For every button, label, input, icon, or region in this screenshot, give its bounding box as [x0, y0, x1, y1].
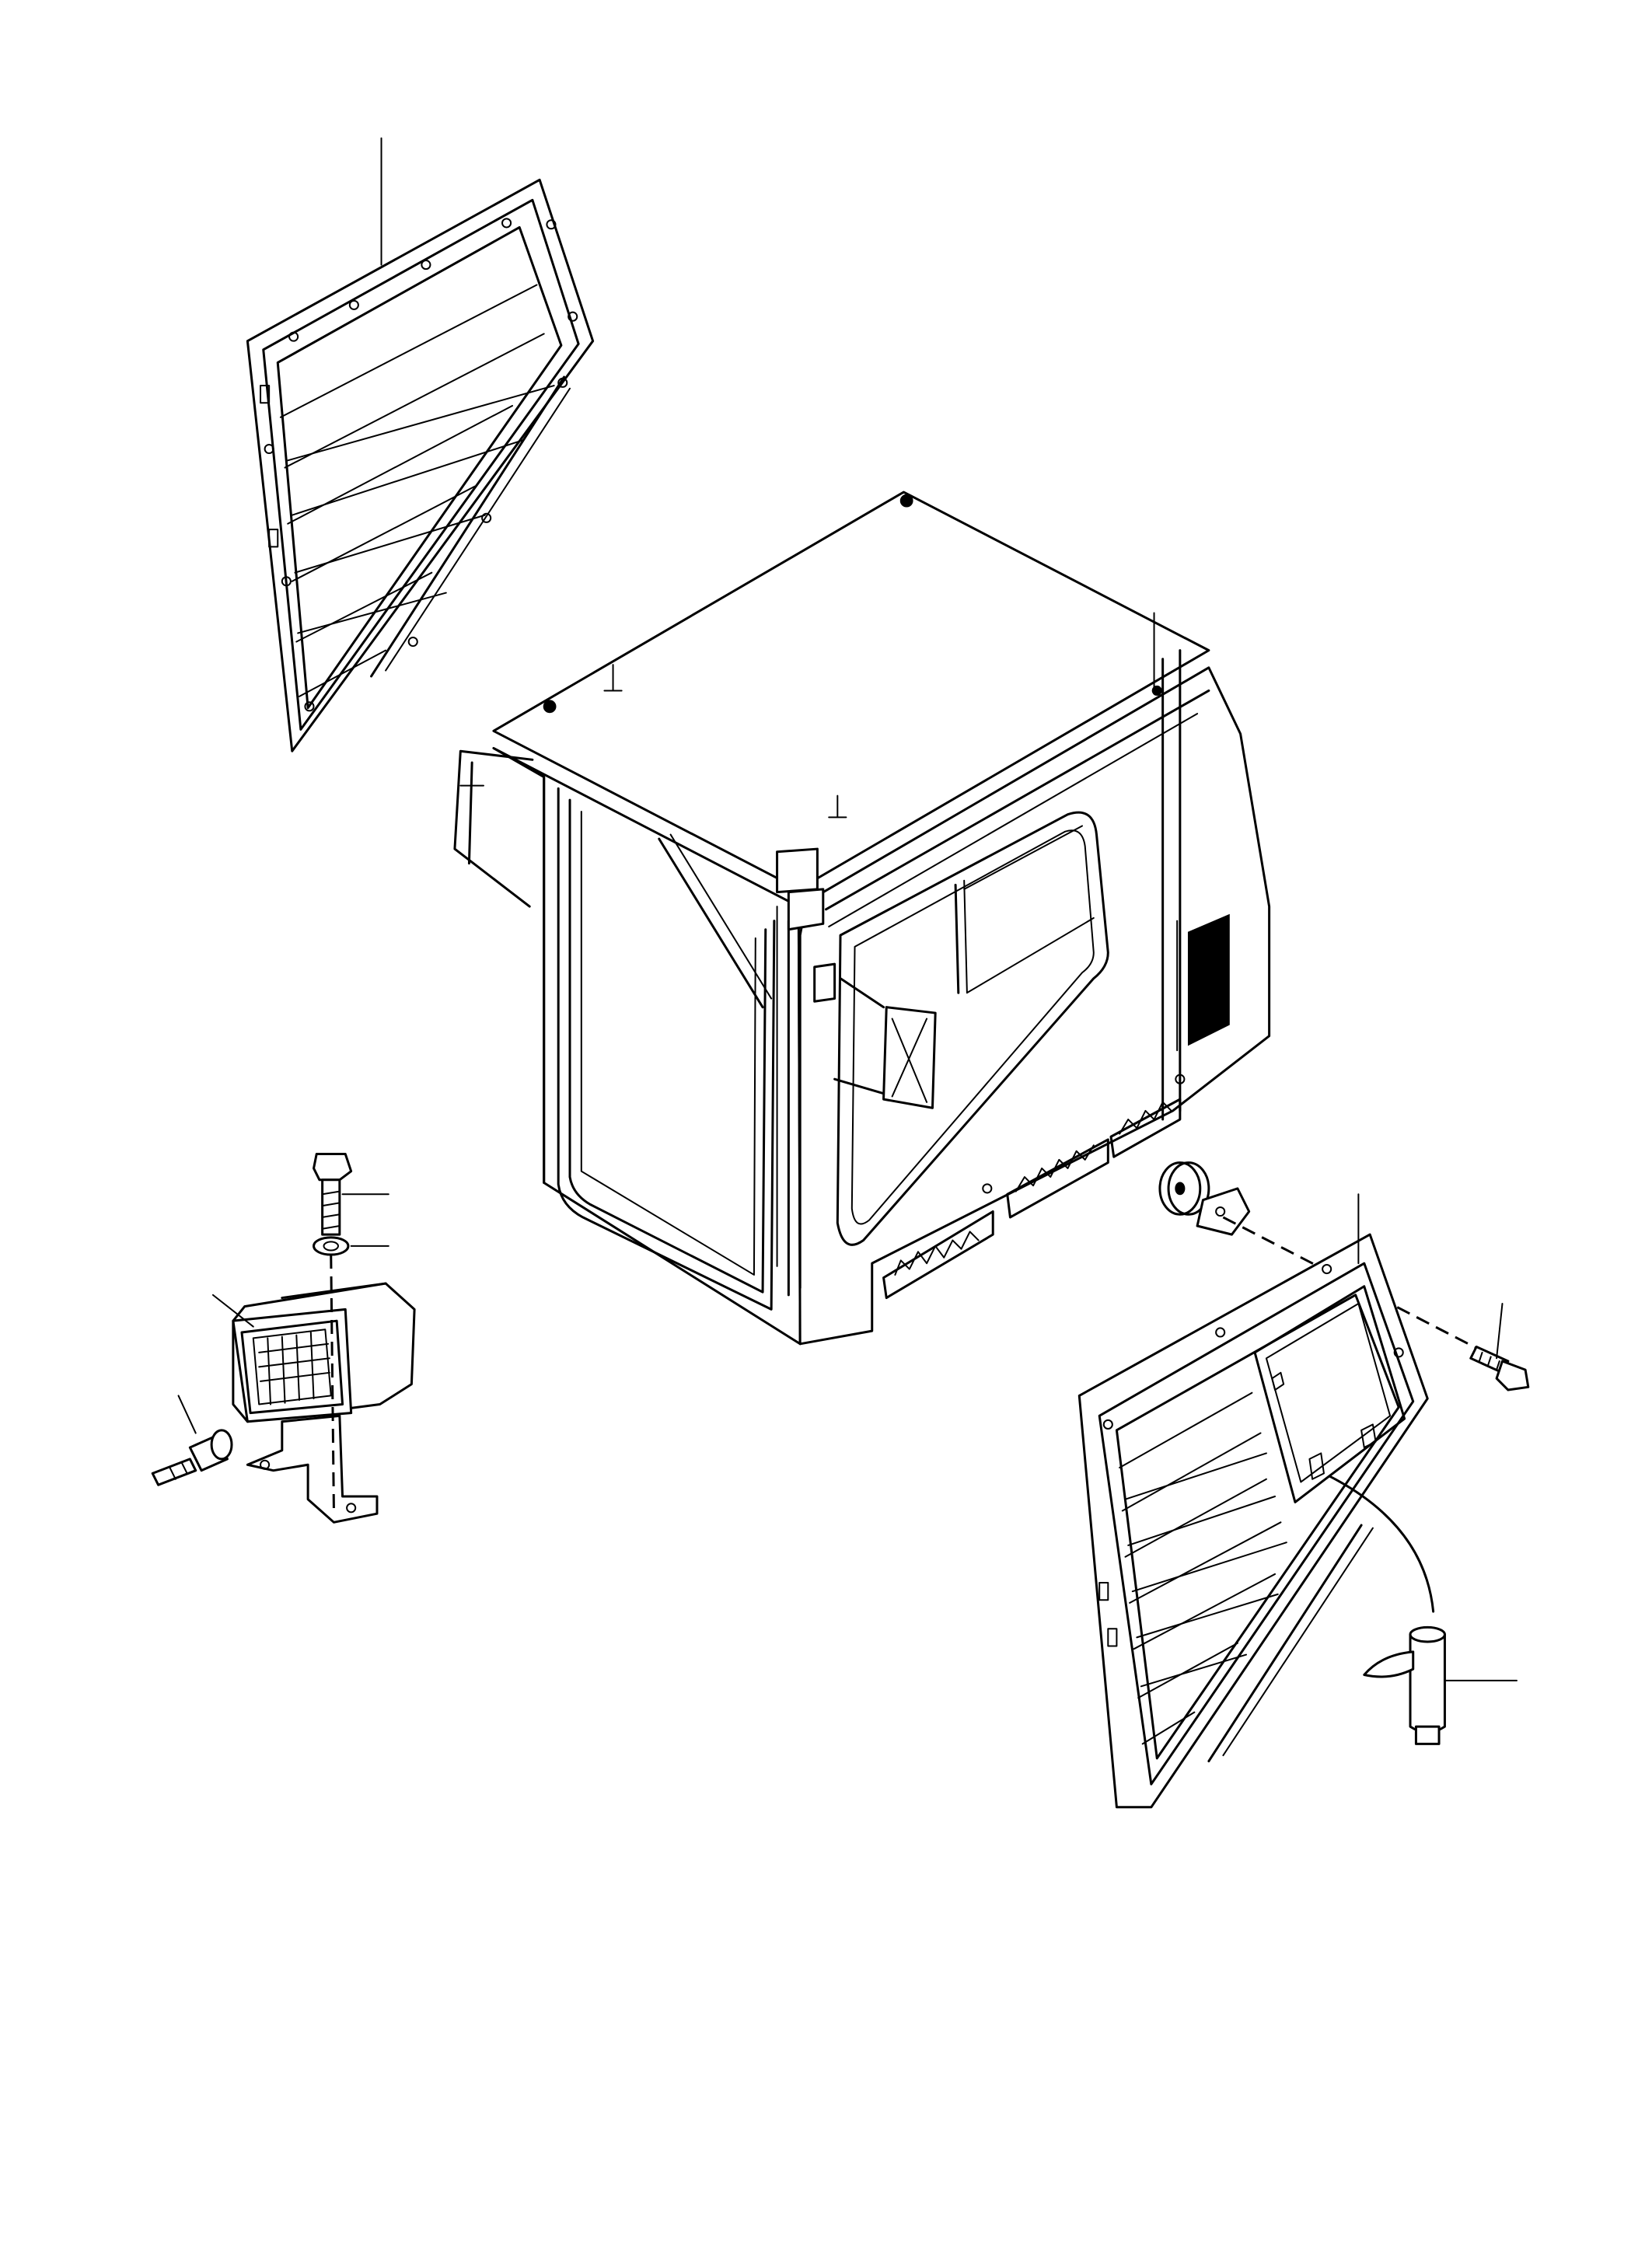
left-louvered-side-panel	[247, 180, 592, 751]
lamp-bulb	[152, 1430, 232, 1485]
rubber-mount	[1160, 1163, 1249, 1235]
right-louvered-side-panel	[1079, 1234, 1427, 1807]
panel-bolt	[1471, 1346, 1528, 1390]
callout-leader	[1497, 1304, 1502, 1358]
lamp-washer	[314, 1238, 348, 1255]
cab-body	[455, 492, 1270, 1344]
panel-latch-pin	[1364, 1627, 1445, 1744]
assembly-line	[1223, 1217, 1485, 1353]
lamp-mounting-bolt	[314, 1154, 351, 1234]
callout-leader	[213, 1295, 253, 1327]
callout-leader	[179, 1395, 196, 1433]
work-lamp	[233, 1283, 414, 1522]
latch-cable	[1329, 1476, 1433, 1611]
